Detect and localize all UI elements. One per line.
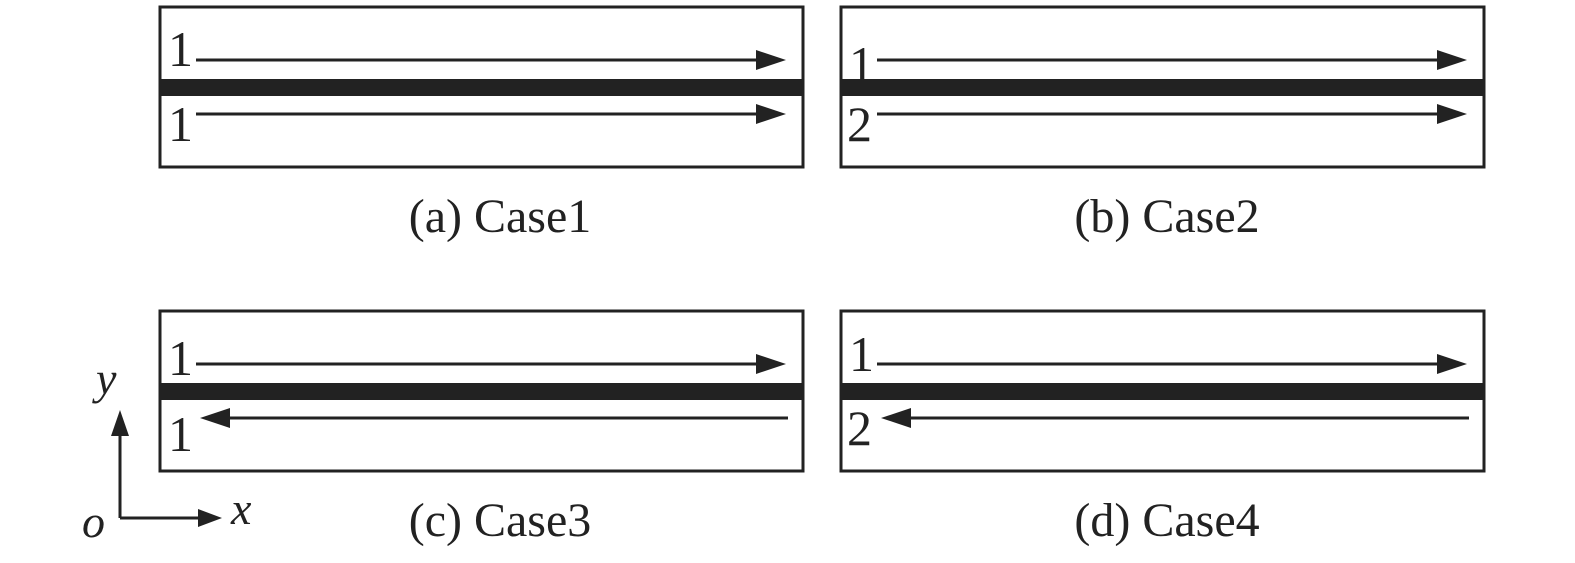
divider-wall — [160, 79, 803, 96]
divider-wall — [841, 79, 1484, 96]
panel-caption-case4: (d) Case4 — [1074, 494, 1259, 547]
top-stream-label: 1 — [849, 36, 874, 92]
panel-caption-case1: (a) Case1 — [409, 190, 592, 243]
panel-caption-case2: (b) Case2 — [1074, 190, 1259, 243]
panel-case3: 1 1 — [158, 309, 805, 473]
y-axis-label: y — [92, 353, 117, 404]
top-flow-arrowhead-icon — [756, 50, 786, 70]
x-axis-label: x — [230, 483, 252, 534]
panel-case4: 1 2 — [839, 309, 1486, 473]
bottom-flow-arrowhead-icon — [1437, 104, 1467, 124]
panel-case2: 1 2 — [839, 5, 1486, 169]
top-stream-label: 1 — [849, 326, 874, 382]
top-flow-arrowhead-icon — [756, 354, 786, 374]
panel-caption-case3: (c) Case3 — [409, 494, 592, 547]
bottom-stream-label: 1 — [168, 406, 193, 462]
bottom-flow-arrowhead-icon — [881, 408, 911, 428]
origin-label: o — [82, 496, 105, 547]
bottom-stream-label: 2 — [847, 96, 872, 152]
top-stream-label: 1 — [168, 21, 193, 77]
bottom-flow-arrowhead-icon — [200, 408, 230, 428]
divider-wall — [841, 383, 1484, 400]
top-flow-arrowhead-icon — [1437, 50, 1467, 70]
y-axis-arrowhead-icon — [111, 410, 129, 436]
top-stream-label: 1 — [168, 330, 193, 386]
divider-wall — [160, 383, 803, 400]
x-axis-arrowhead-icon — [198, 509, 222, 527]
panel-case1: 1 1 — [158, 5, 805, 169]
coordinate-axes: y x o — [82, 353, 252, 547]
bottom-stream-label: 2 — [847, 400, 872, 456]
bottom-flow-arrowhead-icon — [756, 104, 786, 124]
bottom-stream-label: 1 — [168, 96, 193, 152]
top-flow-arrowhead-icon — [1437, 354, 1467, 374]
